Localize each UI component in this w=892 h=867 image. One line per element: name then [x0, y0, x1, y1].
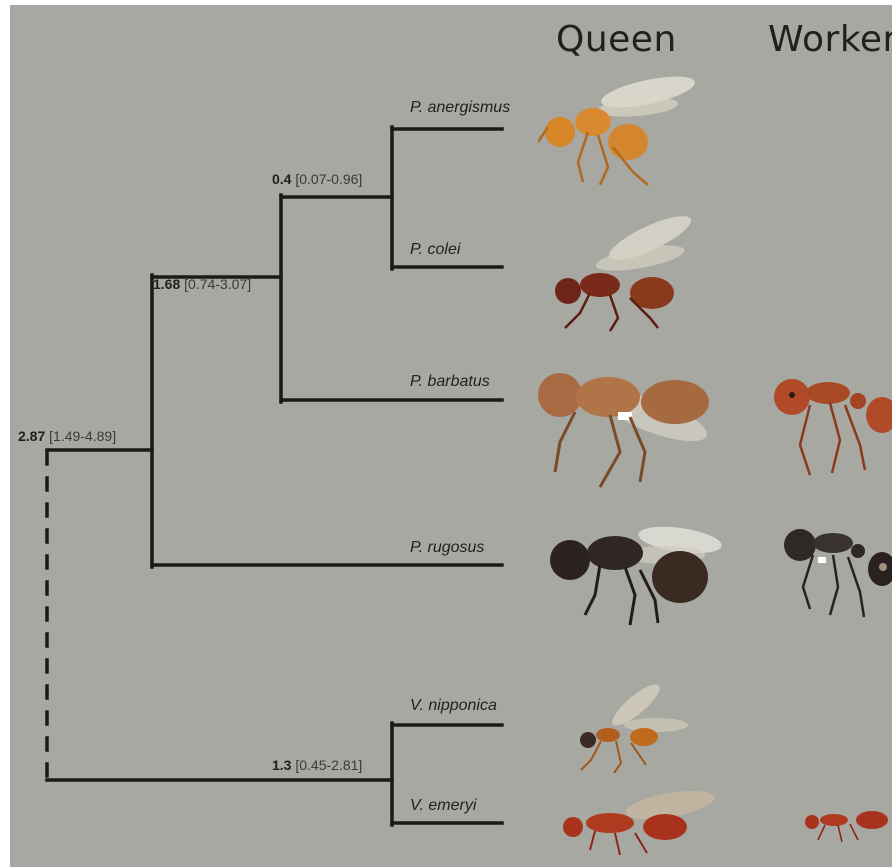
worker-rugosus-image [778, 517, 892, 622]
species-label-nipponica: V. nipponica [410, 697, 497, 715]
phylogeny-figure: Queen Worker 2.8 [10, 5, 892, 867]
queen-anergismus-image [538, 67, 698, 187]
queen-barbatus-image [530, 357, 720, 492]
queen-emeryi-image [555, 785, 715, 860]
species-label-anergismus: P. anergismus [410, 99, 510, 117]
node-label-13: 1.3 [0.45-2.81] [272, 757, 362, 773]
species-label-rugosus: P. rugosus [410, 539, 484, 557]
species-label-emeryi: V. emeryi [410, 797, 476, 815]
queen-colei-image [540, 193, 700, 333]
queen-nipponica-image [566, 675, 696, 775]
worker-barbatus-image [770, 365, 892, 480]
worker-emeryi-image [800, 800, 892, 845]
species-label-colei: P. colei [410, 241, 460, 259]
node-label-04: 0.4 [0.07-0.96] [272, 171, 362, 187]
phylogenetic-tree [10, 5, 892, 867]
queen-rugosus-image [540, 515, 725, 630]
node-label-root: 2.87 [1.49-4.89] [18, 428, 116, 444]
species-label-barbatus: P. barbatus [410, 373, 490, 391]
node-label-168: 1.68 [0.74-3.07] [153, 276, 251, 292]
